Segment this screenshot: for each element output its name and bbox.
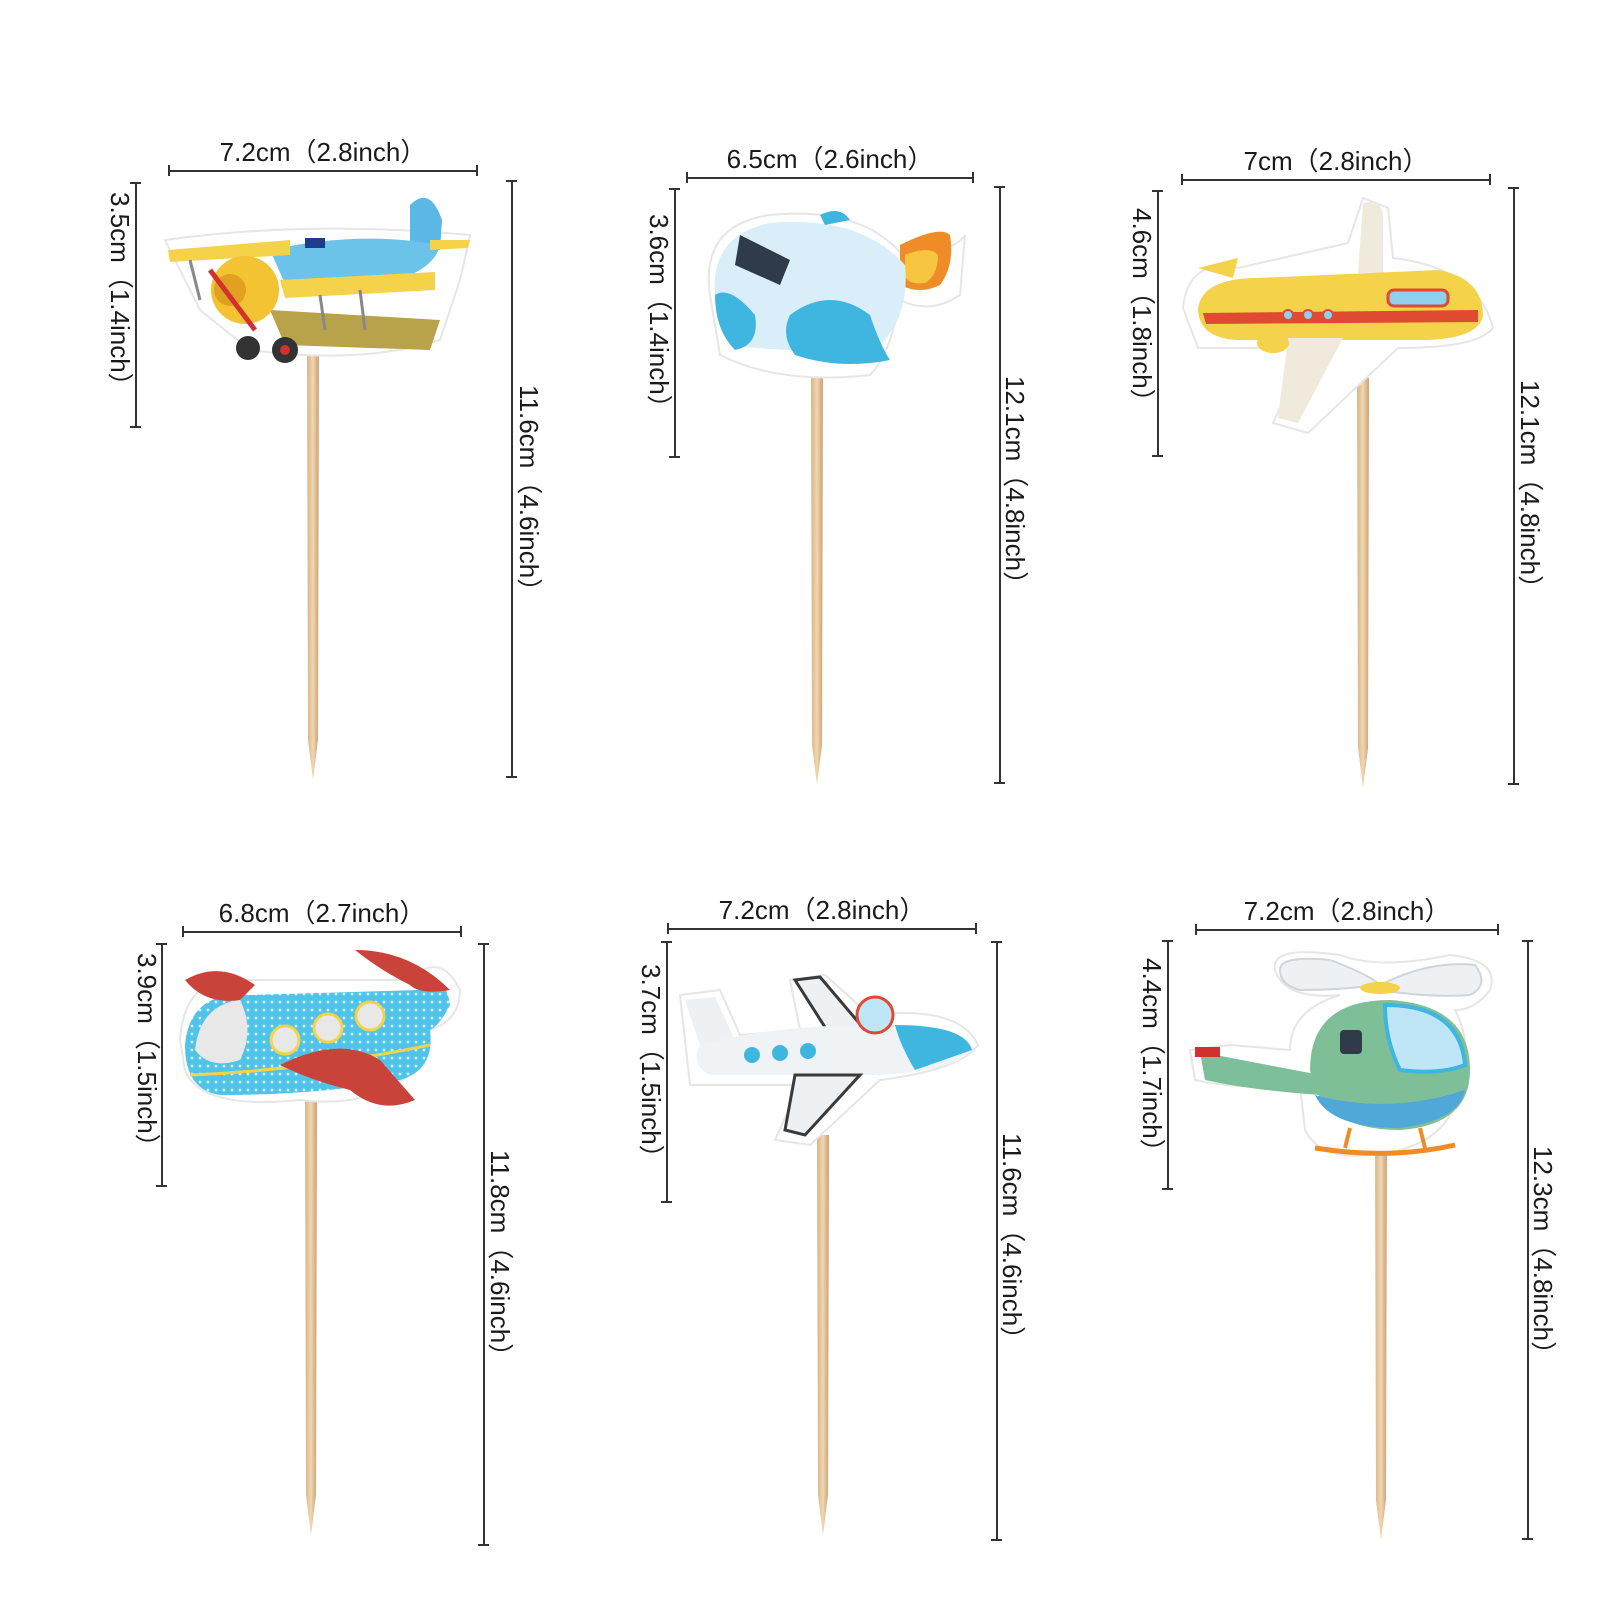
width-dimension-line — [686, 167, 974, 187]
total-height-dimension-line — [987, 941, 1007, 1541]
helicopter-illustration — [1188, 951, 1493, 1157]
head-height-label: 3.7cm（1.5inch） — [636, 964, 666, 1171]
total-height-dimension-line — [1504, 187, 1524, 785]
toothpick-stick — [305, 1095, 317, 1535]
width-label: 7cm（2.8inch） — [1243, 146, 1429, 176]
head-height-dimension-line — [126, 182, 146, 428]
polka-plane-illustration — [178, 950, 462, 1106]
head-height-dimension-line — [665, 188, 685, 458]
head-height-dimension-line — [657, 941, 677, 1203]
width-label: 7.2cm（2.8inch） — [219, 137, 427, 167]
topper-polka-plane — [178, 950, 470, 1535]
width-dimension-line — [1181, 169, 1491, 189]
width-dimension-line — [667, 918, 977, 938]
head-height-label: 3.5cm（1.4inch） — [105, 192, 135, 399]
topper-biplane — [160, 190, 490, 780]
rocket-plane-illustration — [707, 211, 966, 379]
width-label: 7.2cm（2.8inch） — [1243, 896, 1451, 926]
total-height-label: 12.1cm（4.8inch） — [1000, 376, 1030, 598]
width-dimension-line — [182, 921, 462, 941]
total-height-label: 12.1cm（4.8inch） — [1515, 380, 1545, 602]
head-height-label: 4.6cm（1.8inch） — [1127, 208, 1157, 415]
biplane-illustration — [163, 197, 472, 363]
total-height-label: 11.6cm（4.6inch） — [514, 385, 544, 605]
toothpick-stick — [307, 340, 319, 780]
head-height-dimension-line — [1158, 940, 1178, 1190]
topper-jet — [678, 973, 980, 1535]
width-label: 6.5cm（2.6inch） — [726, 144, 934, 174]
total-height-dimension-line — [1518, 940, 1538, 1540]
head-height-dimension-line — [152, 943, 172, 1187]
head-height-dimension-line — [1148, 190, 1168, 457]
topper-rocket-plane — [700, 205, 980, 785]
total-height-dimension-line — [474, 943, 494, 1546]
toothpick-stick — [1357, 378, 1369, 788]
total-height-label: 11.6cm（4.6inch） — [997, 1133, 1027, 1353]
topper-helicopter — [1188, 950, 1500, 1540]
width-dimension-line — [168, 160, 478, 180]
toothpick-stick — [811, 375, 823, 785]
total-height-label: 12.3cm（4.8inch） — [1528, 1146, 1558, 1368]
jet-illustration — [678, 973, 980, 1147]
head-height-label: 4.4cm（1.7inch） — [1137, 958, 1167, 1165]
total-height-dimension-line — [990, 186, 1010, 784]
width-dimension-line — [1195, 919, 1499, 939]
airliner-illustration — [1181, 196, 1495, 435]
head-height-label: 3.9cm（1.5inch） — [132, 953, 162, 1160]
total-height-dimension-line — [502, 180, 522, 778]
head-height-label: 3.6cm（1.4inch） — [644, 214, 674, 421]
toothpick-stick — [817, 1135, 829, 1535]
toothpick-stick — [1375, 1120, 1387, 1540]
topper-airliner — [1178, 196, 1498, 788]
width-label: 7.2cm（2.8inch） — [718, 895, 926, 925]
total-height-label: 11.8cm（4.6inch） — [485, 1150, 515, 1370]
width-label: 6.8cm（2.7inch） — [218, 898, 426, 928]
